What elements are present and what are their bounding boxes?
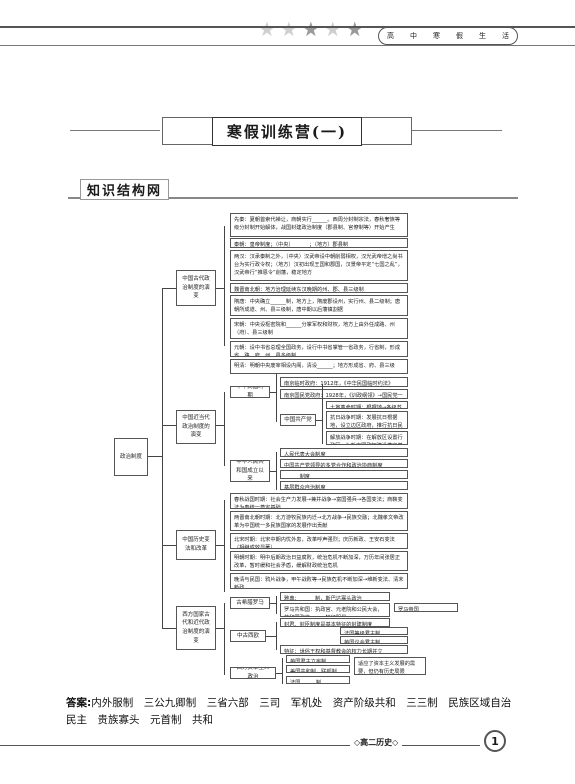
connector <box>162 288 163 628</box>
footer-subject: ◇高二历史◇ <box>350 737 403 748</box>
connector <box>224 392 225 466</box>
decorative-stars: ★★★★★ <box>258 17 368 41</box>
connector <box>216 425 224 426</box>
header-tab-3: 寒 <box>433 32 440 40</box>
answer-heading: 答案: <box>66 697 92 709</box>
answer-block: 答案:内外服制 三公九卿制 三省六部 三司 军机处 资产阶级共和 三三制 民族区… <box>66 695 522 729</box>
connector <box>316 420 322 421</box>
connector <box>276 596 277 614</box>
cpc-item-1: 土地革命时期：根据地→各级苏维埃政权→1931年成立中华苏维埃共和国临时中央政府… <box>326 401 408 409</box>
western-medieval-item-1: 封君、封臣制度是基本特征的封建制度 <box>280 618 390 627</box>
reform-item-4: 明朝时期：明中后期政治日益腐败，统治危机不断加深，万历年间张居正改革，暂时缓和社… <box>230 551 408 571</box>
connector <box>224 226 225 346</box>
western-medieval-item-4: 特征：世俗王权和基督教会的权力长期并立 <box>280 645 408 654</box>
connector <box>266 636 276 637</box>
connector <box>276 374 277 422</box>
title-rule-left <box>70 130 160 131</box>
connector <box>276 673 282 674</box>
connector <box>216 545 224 546</box>
connector <box>270 603 276 604</box>
connector <box>276 452 277 490</box>
header-tab-4: 假 <box>456 32 463 40</box>
western-capitalist-item-1: 英国君主立宪制 <box>286 655 350 663</box>
section-title: 知识结构网 <box>80 179 170 200</box>
group-ancient: 中国古代政治制度的演变 <box>176 270 216 306</box>
group-reform: 中国历史变法和改革 <box>176 530 216 560</box>
connector <box>276 622 277 650</box>
prc-item-1: 人民代表大会制度 <box>280 448 408 457</box>
ancient-item-3: 两汉：汉承秦制之外，（中央）汉武帝设中朝削弱相权，汉光武帝增之尚书台为实行政令权… <box>230 250 408 281</box>
connector <box>216 288 224 289</box>
ancient-item-2: 秦朝：皇帝制度；（中央）______；（地方）郡县制 <box>230 238 408 248</box>
cpc-item-3: 解放战争时期：在解放区设置行政区，为新中国政权建设奠定基础 <box>326 431 408 445</box>
connector <box>282 658 283 684</box>
page-number: 1 <box>484 730 506 752</box>
ancient-item-6: 宋朝：中央设枢密院和______分掌军权和财权，地方上由外任成路、州（府）、县三… <box>230 318 408 339</box>
prc-item-3: ______制度 <box>280 470 408 479</box>
western-medieval-item-2: 法国等级君主制 <box>340 627 408 635</box>
group-modern: 中国近当代政治制度的演变 <box>176 410 216 444</box>
connector <box>162 288 176 289</box>
connector <box>224 500 225 592</box>
header-tab-6: 活 <box>502 32 509 40</box>
connector <box>322 384 323 444</box>
footer-rule <box>0 745 480 746</box>
header-tab-1: 高 <box>387 32 394 40</box>
header-rule <box>0 26 575 28</box>
header-tab-5: 生 <box>479 32 486 40</box>
prc-label: 中华人民共和国成立以来 <box>230 460 270 482</box>
reform-item-1: 春秋战国时期：社会生产力发展→兼并战争→富国强兵→各国变法；商鞅变法为秦统一奠定… <box>230 493 408 509</box>
reform-item-2: 两晋南北朝时期：北方游牧民族内迁→北方战争→民族交融；北魏孝文帝改革为中国统一多… <box>230 511 408 531</box>
ancient-item-4: 魏晋南北朝：地方治理延续东汉晚期的州、郡、县三级制 <box>230 283 408 293</box>
minguo-label: 中华民国时期 <box>230 386 270 398</box>
connector <box>224 603 225 675</box>
ancient-item-1: 先秦：夏朝首索代禅让，商朝实行______。西周分封制宗法，春秋奢族等级分封制开… <box>230 213 408 237</box>
western-ancient-label: 古希腊罗马 <box>230 597 270 609</box>
page-title: 寒假训练营(一) <box>211 116 363 146</box>
minguo-item-2: 南京国民党政府：1928年，《训政纲领》→国民党一党专政 <box>280 389 408 399</box>
group-western: 西方国家古代和近代政治制度的演变 <box>176 606 216 650</box>
western-ancient-item-2: 罗马共和国：执政官、元老院和公民大会，共和国政体______特征明显 <box>280 603 390 617</box>
connector <box>162 425 176 426</box>
prc-item-4: 基层群众自治制度 <box>280 481 408 490</box>
ancient-item-8: 明清：明朝中央废宰相设内阁，清设______；地方形成省、府、县三级 <box>230 359 408 374</box>
answer-text: 内外服制 三公九卿制 三省六部 三司 军机处 资产阶级共和 三三制 民族区域自治… <box>66 697 522 726</box>
western-capitalist-item-3: 法国______制 <box>286 676 350 684</box>
minguo-item-1: 南京临时政府：1912年，《中华民国临时约法》→______制 <box>280 377 408 387</box>
western-medieval-label: 中古西欧 <box>230 630 266 642</box>
reform-item-3: 北宋时期：北宋中期内忧外患，改革呼声强烈；庆历新政、王安石变法（相继成效显著） <box>230 533 408 549</box>
prc-item-2: 中国共产党领导的多党合作和政治协商制度 <box>280 459 408 468</box>
root-node: 政治制度 <box>114 438 148 476</box>
connector <box>148 456 162 457</box>
ancient-item-5: 隋唐：中央确立______制，地方上，隋废郡设州，实行州、县二级制；唐朝所成道、… <box>230 295 408 316</box>
western-ancient-item-1: 雅典：______制，斯巴达寡头政治 <box>280 592 390 601</box>
reform-item-5: 晚清与民国：鸦片战争，甲午战败等→民族危机不断加深→维新变法、清末新政 <box>230 573 408 589</box>
connector <box>270 471 276 472</box>
ancient-item-7: 元朝：设中书省总理全国政务，设行中书省掌管一省政务，行省制，形成省、路、府、州、… <box>230 341 408 357</box>
connector <box>270 392 276 393</box>
cpc-item-2: 抗日战争时期：发展抗日根据地，设立边区政府，推行抗日民主制度，通过“______… <box>326 411 408 429</box>
western-ancient-item-3: 罗马帝国______ <box>394 603 458 612</box>
western-capitalist-label: 西方资本主义政治 <box>230 667 276 679</box>
western-capitalist-item-2: 美国共和制，联邦制 <box>286 665 350 673</box>
western-capitalist-item-4: 适应了资本主义发展的需要，但仍有历史局限 <box>354 657 426 675</box>
connector <box>162 545 176 546</box>
cpc-label: 中国共产党 <box>280 414 316 426</box>
connector <box>162 628 176 629</box>
connector <box>216 628 224 629</box>
title-rule-right <box>412 130 502 131</box>
western-medieval-item-3: 英国议会君主制 <box>340 636 408 644</box>
page-title-frame: 寒假训练营(一) <box>162 116 412 146</box>
section-rule <box>68 183 518 199</box>
header-rule-lower <box>0 45 575 46</box>
header-tab-2: 中 <box>410 32 417 40</box>
header-tab-strip: 高 中 寒 假 生 活 <box>378 27 518 45</box>
